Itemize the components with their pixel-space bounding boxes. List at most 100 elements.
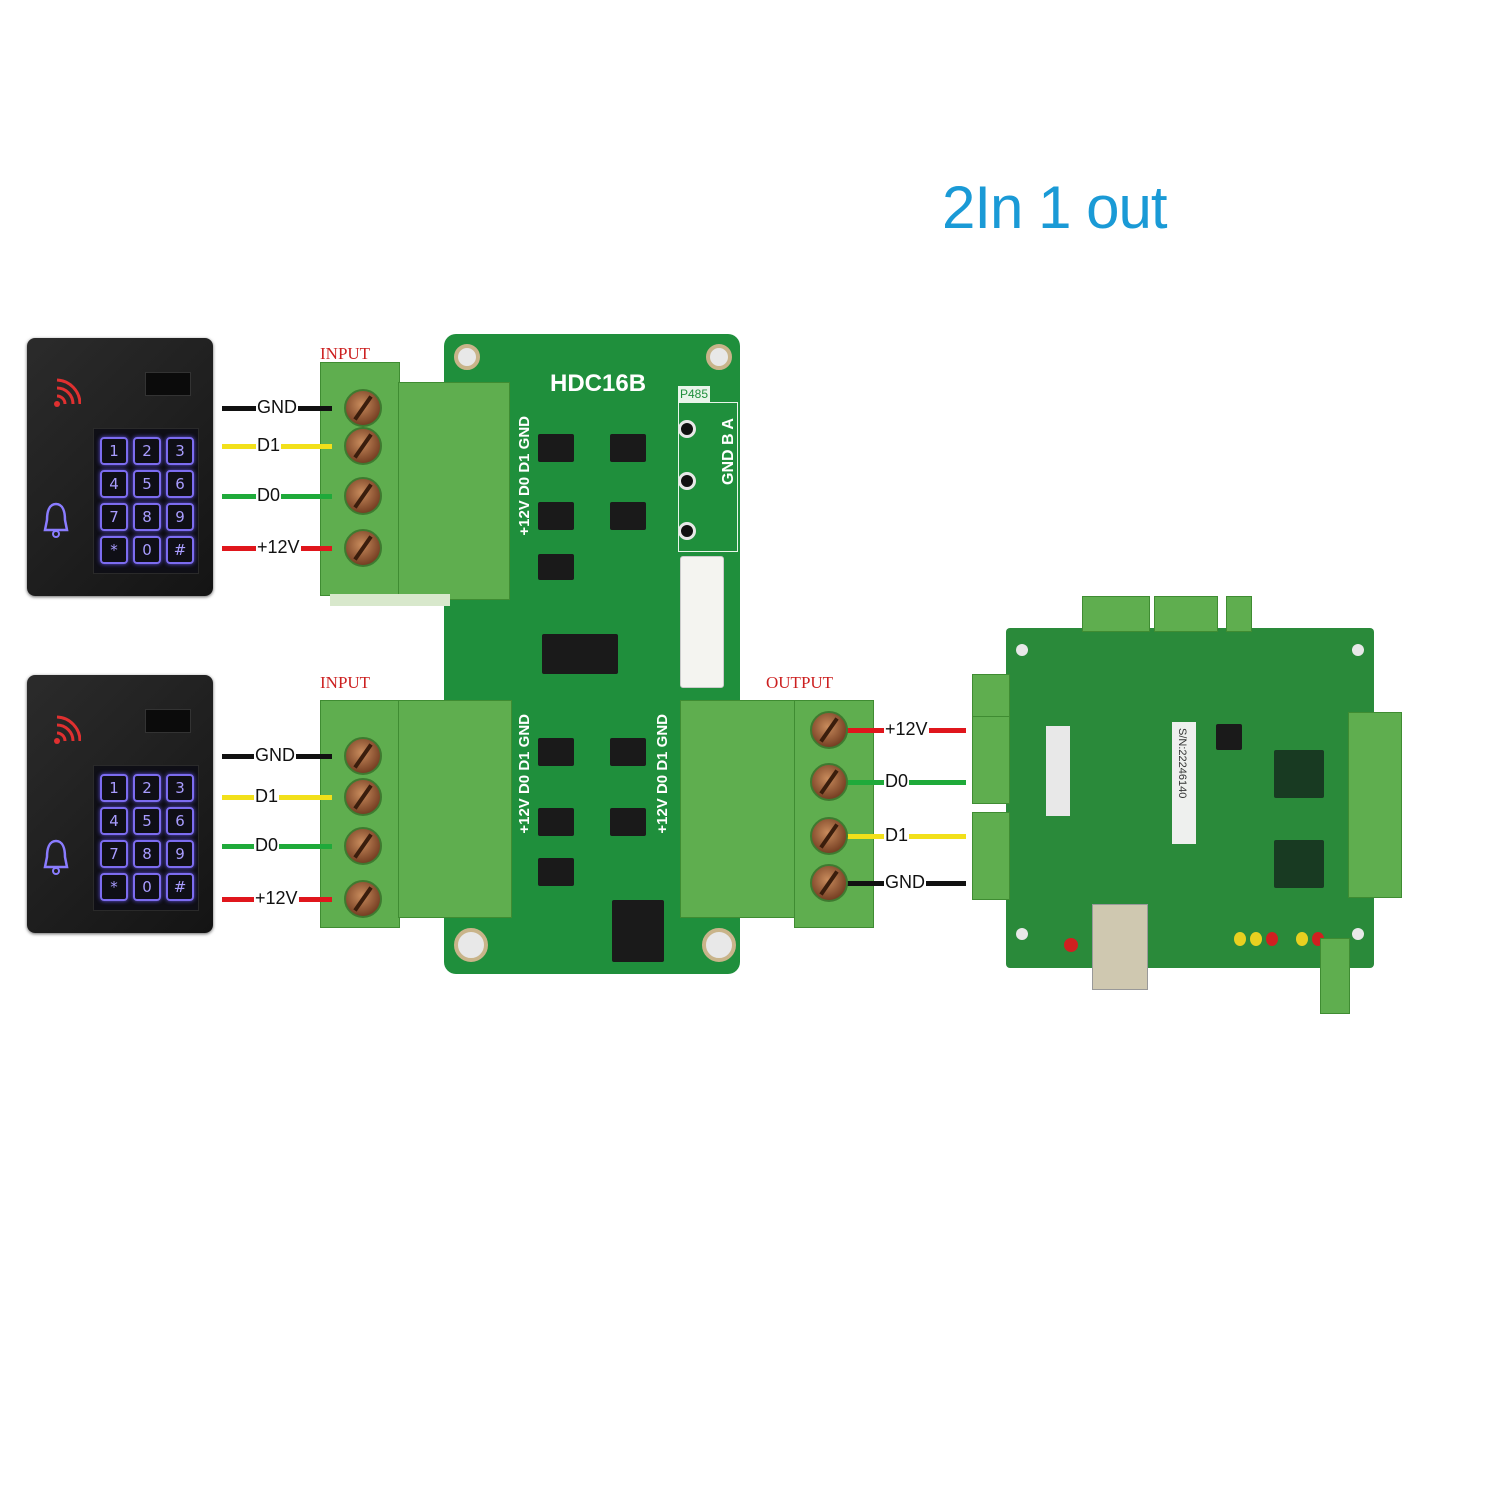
ethernet-port [1092,904,1148,990]
keypad-key: # [166,536,194,564]
controller-terminal-top [1154,596,1218,632]
input2-header: INPUT [320,673,371,692]
input1-wire-label: +12V [256,537,301,557]
rfid-icon [54,715,81,744]
controller-terminal-left [972,812,1010,900]
chip [538,808,574,836]
bell-icon [43,839,69,875]
keypad-key: 4 [100,470,128,498]
keypad-key: * [100,873,128,901]
input2-plug [398,700,512,918]
access-controller-board: S/N:22246140 [1006,628,1374,990]
terminal-screw [344,778,382,816]
terminal-screw [344,827,382,865]
terminal-screw [810,763,848,801]
input1-plug [398,382,510,600]
input2-wire-label: +12V [254,888,299,908]
mount-hole [706,344,732,370]
input1-wire-label: D0 [256,485,282,505]
keypad-key: 2 [133,774,161,802]
led-yellow [1234,932,1246,946]
output-wire-label: +12V [884,719,929,739]
chip [610,502,646,530]
keypad-key: 1 [100,774,128,802]
led-red [1266,932,1278,946]
led-red [1064,938,1078,952]
rfid-icon [54,378,81,407]
output-header: OUTPUT [766,673,834,692]
reader-window [145,372,191,396]
mount-hole [702,928,736,962]
keypad-key: 2 [133,437,161,465]
chip [610,434,646,462]
keypad-key: 8 [133,503,161,531]
input1-wire-label: D1 [256,435,282,455]
chip [610,808,646,836]
keypad-key: 7 [100,840,128,868]
controller-terminal-bottom [1320,938,1350,1014]
mount-hole [1352,644,1364,656]
keypad-key: 6 [166,807,194,835]
terminal-screw [344,529,382,567]
input2-label: +12V D0 D1 GND [516,714,533,834]
input2-wire-label: D0 [254,835,280,855]
mount-hole [454,344,480,370]
keypad-key: 9 [166,840,194,868]
chip [610,738,646,766]
mount-hole [454,928,488,962]
controller-terminal-right [1348,712,1402,898]
chip [538,858,574,886]
pin [678,522,696,540]
reader-window [145,709,191,733]
controller-terminal-top [1226,596,1252,632]
led-yellow [1250,932,1262,946]
relay [1274,750,1324,798]
terminal-screw [810,817,848,855]
pin [678,472,696,490]
terminal-screw [344,389,382,427]
main-chip [542,634,618,674]
chip [538,554,574,580]
bell-icon [43,502,69,538]
chip [538,434,574,462]
input2-wire-label: D1 [254,786,280,806]
keypad-key: 5 [133,470,161,498]
keypad-key: 3 [166,774,194,802]
terminal-screw [810,864,848,902]
serial-sticker [1172,722,1196,844]
mount-hole [1016,928,1028,940]
terminal-screw [344,477,382,515]
rs485-label-inner: +12V D0 D1 GND [516,416,533,536]
keypad-key: 7 [100,503,128,531]
input1-header: INPUT [320,344,371,363]
keypad-key: 0 [133,536,161,564]
regulator [612,900,664,962]
output-wire-label: GND [884,872,926,892]
keypad-key: # [166,873,194,901]
relay [1274,840,1324,888]
keypad-key: 6 [166,470,194,498]
terminal-screw [344,427,382,465]
led-yellow [1296,932,1308,946]
white-connector [680,556,724,688]
chip [1216,724,1242,750]
keypad-key: 5 [133,807,161,835]
pin [678,420,696,438]
barcode-sticker [1046,726,1070,816]
terminal-screw [810,711,848,749]
mount-hole [1352,928,1364,940]
chip [538,738,574,766]
keypad-key: 8 [133,840,161,868]
diagram-title: 2In 1 out [942,174,1168,241]
keypad-key: 4 [100,807,128,835]
input1-wire-label: GND [256,397,298,417]
input2-wire-label: GND [254,745,296,765]
output-plug [680,700,796,918]
output-wire-label: D1 [884,825,910,845]
port-label: P485 [678,386,711,402]
output-wire-label: D0 [884,771,910,791]
